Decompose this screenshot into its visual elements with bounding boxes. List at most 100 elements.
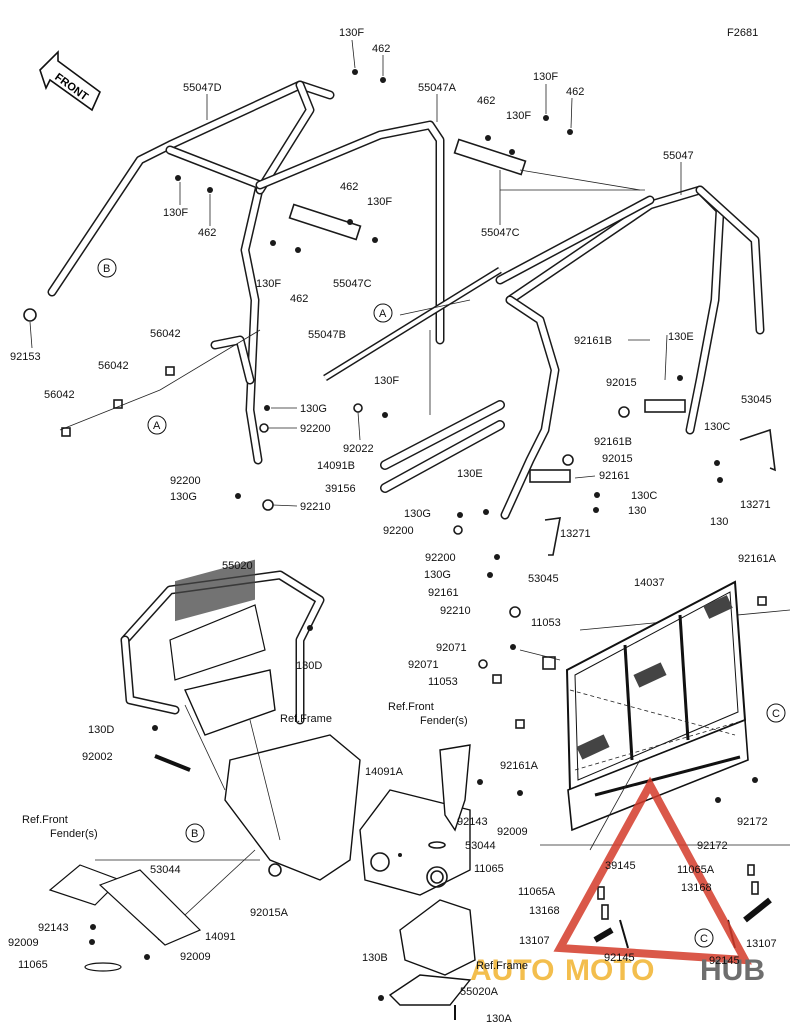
label-11065-2: 11065 <box>18 959 48 971</box>
label-92200-1: 92200 <box>300 423 331 435</box>
label-92210-2: 92210 <box>440 605 471 617</box>
label-92161-1: 92161 <box>599 470 630 482</box>
front-arrow-icon: FRONT <box>39 50 101 112</box>
label-11053-1: 11053 <box>531 617 561 629</box>
label-56042-1: 56042 <box>150 328 181 340</box>
label-130f-5: 130F <box>163 207 188 219</box>
label-130f-6: 130F <box>256 278 281 290</box>
label-130e-1: 130E <box>668 331 694 343</box>
label-55020a: 55020A <box>460 986 499 998</box>
label-53044-2: 53044 <box>150 864 181 876</box>
label-14091b: 14091B <box>317 460 355 472</box>
watermark-moto: MOTO <box>565 954 654 987</box>
label-39156: 39156 <box>325 483 356 495</box>
label-11053-2: 11053 <box>428 676 458 688</box>
label-92009-3: 92009 <box>180 951 211 963</box>
label-92172-1: 92172 <box>737 816 768 828</box>
label-14037: 14037 <box>634 577 665 589</box>
label-130f-2: 130F <box>533 71 558 83</box>
label-92015-1: 92015 <box>606 377 637 389</box>
label-130d-1: 130D <box>296 660 322 672</box>
ref-front-fender-1a: Ref.Front <box>388 701 434 713</box>
callout-b-2: B <box>191 828 198 840</box>
label-92200-4: 92200 <box>425 552 456 564</box>
label-92161a-1: 92161A <box>738 553 777 565</box>
front-bumper-assembly <box>95 559 361 941</box>
label-13168-2: 13168 <box>529 905 560 917</box>
label-53045-1: 53045 <box>741 394 772 406</box>
watermark-hub: HUB <box>700 954 765 987</box>
label-55047c-1: 55047C <box>481 227 520 239</box>
label-92143-2: 92143 <box>38 922 69 934</box>
roll-cage-assembly <box>47 80 776 556</box>
label-92172-2: 92172 <box>697 840 728 852</box>
label-13271-1: 13271 <box>740 499 771 511</box>
label-462-4: 462 <box>340 181 358 193</box>
label-92200-3: 92200 <box>383 525 414 537</box>
watermark-auto: AUTO <box>470 954 554 987</box>
label-13107-2: 13107 <box>746 938 777 950</box>
callout-c-2: C <box>700 933 708 945</box>
fasteners-bumper <box>89 625 313 960</box>
label-92161a-2: 92161A <box>500 760 539 772</box>
label-130c-1: 130C <box>704 421 730 433</box>
ref-frame-1: Ref.Frame <box>280 713 332 725</box>
callout-a-2: A <box>153 420 161 432</box>
label-92143-1: 92143 <box>457 816 488 828</box>
label-11065-1: 11065 <box>474 863 504 875</box>
label-92009-1: 92009 <box>497 826 528 838</box>
label-53045-2: 53045 <box>528 573 559 585</box>
label-462-3: 462 <box>477 95 495 107</box>
label-92200-2: 92200 <box>170 475 201 487</box>
callout-c-1: C <box>772 708 780 720</box>
label-92153: 92153 <box>10 351 41 363</box>
label-130g-4: 130G <box>424 569 451 581</box>
side-panel-14091a <box>359 744 523 1020</box>
label-55047d: 55047D <box>183 82 222 94</box>
ref-frame-2: Ref.Frame <box>476 960 528 972</box>
figure-code: F2681 <box>727 27 758 39</box>
watermark-logo: AUTO MOTO HUB <box>470 776 765 987</box>
label-130g-2: 130G <box>170 491 197 503</box>
ref-front-fender-1b: Fender(s) <box>420 715 468 727</box>
label-56042-2: 56042 <box>98 360 129 372</box>
label-13168-1: 13168 <box>681 882 712 894</box>
label-11065a-2: 11065A <box>518 886 556 898</box>
label-130g-3: 130G <box>404 508 431 520</box>
label-130d-2: 130D <box>88 724 114 736</box>
label-92161b-1: 92161B <box>574 335 612 347</box>
label-462-6: 462 <box>290 293 308 305</box>
label-130a: 130A <box>486 1013 512 1025</box>
fasteners-upper <box>23 69 723 618</box>
label-92145-2: 92145 <box>709 955 740 967</box>
label-92022: 92022 <box>343 443 374 455</box>
label-92071-1: 92071 <box>436 642 467 654</box>
label-130g-1: 130G <box>300 403 327 415</box>
label-leaders <box>29 39 682 507</box>
label-14091a: 14091A <box>365 766 404 778</box>
callout-b-1: B <box>103 263 110 275</box>
label-55047b: 55047B <box>308 329 346 341</box>
label-462-1: 462 <box>372 43 390 55</box>
tag-56042-icons <box>61 366 767 729</box>
rear-screen-14037 <box>478 580 790 851</box>
label-55047: 55047 <box>663 150 694 162</box>
label-130f-4: 130F <box>367 196 392 208</box>
label-14091: 14091 <box>205 931 236 943</box>
label-130f-1: 130F <box>339 27 364 39</box>
label-92015-2: 92015 <box>602 453 633 465</box>
label-130f-3: 130F <box>506 110 531 122</box>
label-130c-2: 130C <box>631 490 657 502</box>
label-130f-7: 130F <box>374 375 399 387</box>
ref-front-fender-2a: Ref.Front <box>22 814 68 826</box>
label-130-1: 130 <box>710 516 728 528</box>
label-53044-1: 53044 <box>465 840 496 852</box>
label-11065a-1: 11065A <box>677 864 715 876</box>
label-130e-2: 130E <box>457 468 483 480</box>
label-55047c-2: 55047C <box>333 278 372 290</box>
label-92071-2: 92071 <box>408 659 439 671</box>
label-13107-1: 13107 <box>519 935 550 947</box>
label-92145-1: 92145 <box>604 952 635 964</box>
label-130-2: 130 <box>628 505 646 517</box>
